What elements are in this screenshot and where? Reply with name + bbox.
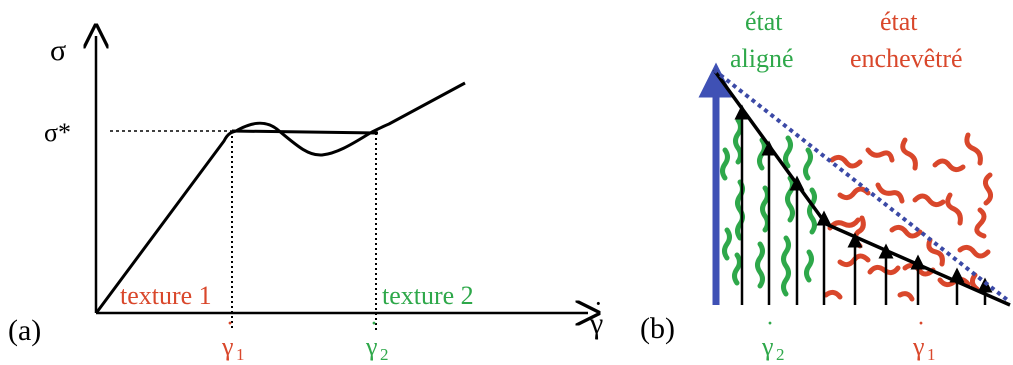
flow-curve (95, 81, 466, 313)
svg-text:γ: γ (761, 332, 774, 361)
texture1-label: texture 1 (120, 281, 212, 310)
panel-b: (b) état aligné état enchevêtré (640, 7, 1012, 364)
panel-b-tag: (b) (640, 312, 675, 345)
velocity-profile (712, 68, 1011, 307)
y-axis-label: σ (50, 34, 66, 67)
entangled-state-heading-line2: enchevêtré (850, 44, 963, 73)
aligned-state-heading-line1: état (745, 7, 783, 36)
svg-text:1: 1 (236, 345, 245, 364)
velocity-arrows (734, 104, 993, 305)
panel-a-tag: (a) (8, 314, 41, 347)
entangled-chains (823, 132, 994, 302)
panel-b-gamma2-label: · γ 2 (761, 311, 785, 364)
linear-profile-dotted (712, 68, 1012, 304)
svg-text:·: · (766, 311, 774, 337)
panel-b-gamma1-label: · γ 1 (912, 311, 936, 364)
svg-text:γ: γ (365, 332, 378, 361)
svg-text:γ: γ (221, 332, 234, 361)
stress-plateau (231, 129, 379, 135)
panel-a: σ σ* (a) texture 1 texture 2 · γ · γ 1 ·… (8, 34, 603, 364)
aligned-state-heading-line2: aligné (730, 44, 794, 73)
svg-text:·: · (917, 311, 925, 337)
sigma-star-label: σ* (44, 118, 71, 147)
svg-text:2: 2 (380, 345, 389, 364)
svg-text:1: 1 (927, 345, 936, 364)
svg-text:·: · (370, 311, 378, 337)
svg-text:·: · (226, 311, 234, 337)
svg-text:γ: γ (912, 332, 925, 361)
x-axis-dot: · (594, 289, 603, 318)
entangled-state-heading-line1: état (880, 7, 918, 36)
gamma1-label: · γ 1 (221, 311, 245, 364)
gamma2-label: · γ 2 (365, 311, 389, 364)
x-axis-label: γ (589, 307, 603, 340)
svg-text:2: 2 (776, 345, 785, 364)
texture2-label: texture 2 (382, 281, 474, 310)
